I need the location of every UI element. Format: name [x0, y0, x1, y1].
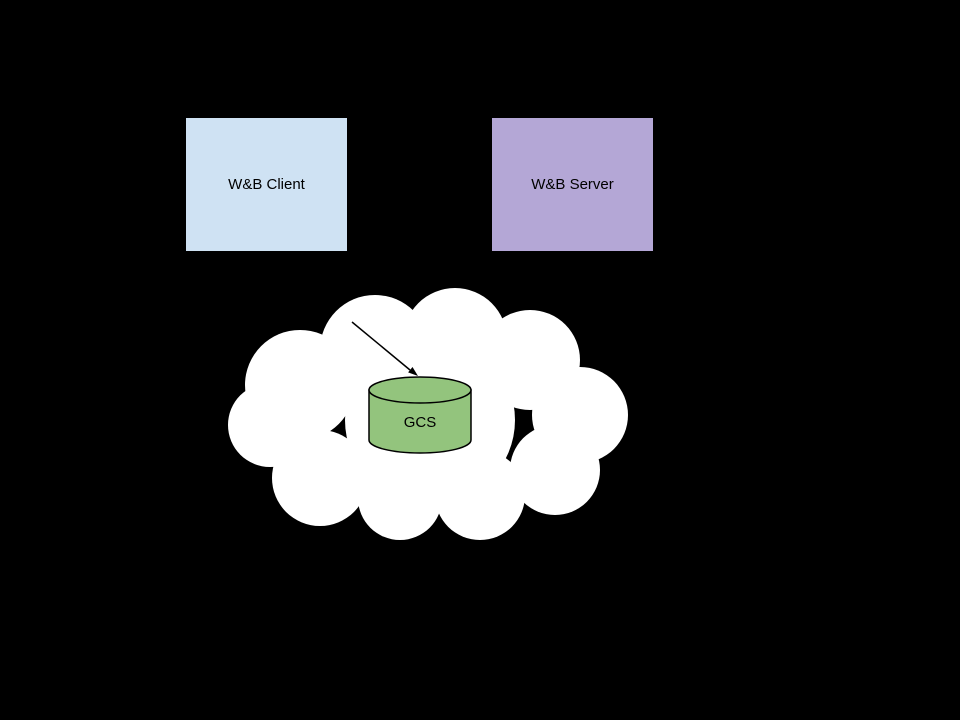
- arrow-head-icon: [408, 367, 418, 376]
- node-wb-client-label: W&B Client: [228, 176, 305, 193]
- node-gcs-label: GCS: [404, 414, 437, 431]
- cloud-bump-fill: [510, 425, 600, 515]
- cloud-bump-fill: [228, 383, 312, 467]
- node-wb-client: W&B Client: [185, 117, 348, 252]
- node-wb-server-label: W&B Server: [531, 176, 614, 193]
- gcs-cylinder-body: [368, 389, 472, 454]
- arrow-to-gcs: [351, 321, 418, 376]
- node-wb-server: W&B Server: [491, 117, 654, 252]
- arrow-line: [351, 321, 411, 371]
- gcs-cylinder-top: [368, 376, 472, 404]
- node-gcs: GCS: [368, 376, 472, 454]
